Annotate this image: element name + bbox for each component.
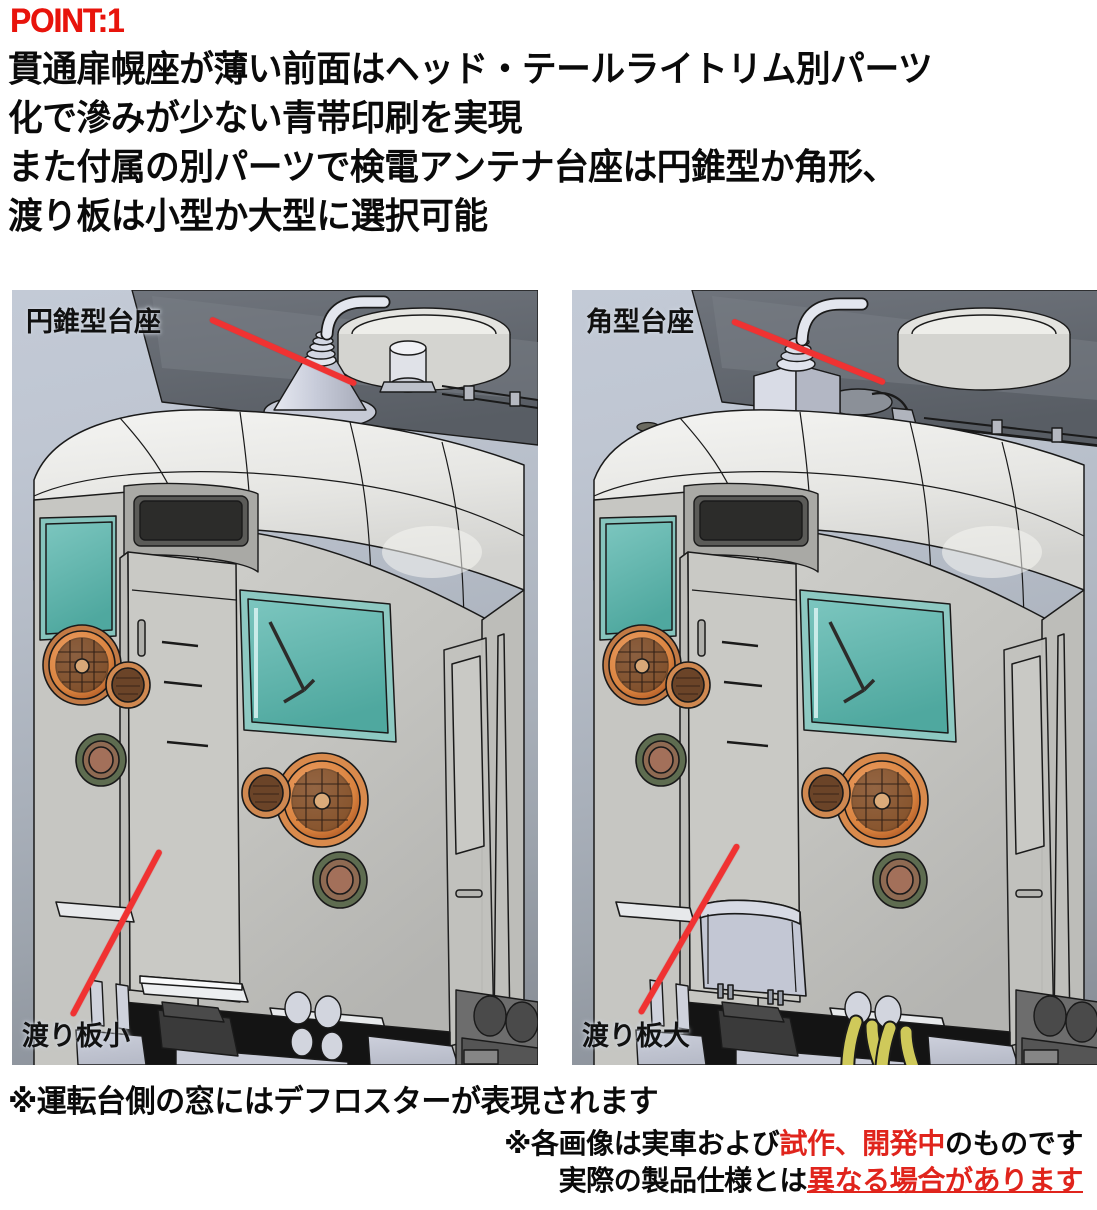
headline-line-3: また付属の別パーツで検電アンテナ台座は円錐型か角形、	[8, 145, 897, 187]
disclaimer-line-2: 実際の製品仕様とは異なる場合があります	[504, 1163, 1084, 1200]
headline-line-1: 貫通扉幌座が薄い前面はヘッド・テールライトリム別パーツ	[8, 48, 933, 89]
headlight-cluster-side	[602, 624, 711, 787]
headlight-cluster-side	[42, 624, 151, 787]
disclaimer-2-highlight: 異なる場合があります	[806, 1164, 1083, 1196]
train-cad-render-left	[33, 290, 538, 1065]
disclaimer-1-highlight: 試作、開発中	[779, 1128, 945, 1159]
label-small-gangway-plate: 渡り板小	[22, 1021, 130, 1051]
headline-block: 貫通扉幌座が薄い前面はヘッド・テールライトリム別パーツ 化で滲みが少ない青帯印刷…	[8, 45, 1088, 241]
disclaimer-line-1: ※各画像は実車および試作、開発中のものです	[504, 1126, 1083, 1163]
point-heading: POINT:1	[10, 2, 124, 40]
label-large-gangway-plate: 渡り板大	[582, 1021, 690, 1051]
headline-line-2: 化で滲みが少ない青帯印刷を実現	[8, 96, 522, 138]
comparison-panels: 円錐型台座 渡り板小	[12, 290, 1097, 1065]
disclaimer-block: ※各画像は実車および試作、開発中のものです 実際の製品仕様とは異なる場合がありま…	[504, 1126, 1083, 1200]
label-square-base: 角型台座	[586, 307, 694, 337]
defroster-note: ※運転台側の窓にはデフロスターが表現されます	[8, 1084, 659, 1119]
disclaimer-2-prefix: 実際の製品仕様とは	[558, 1164, 808, 1196]
panel-square-base: 角型台座 渡り板大	[572, 290, 1097, 1065]
disclaimer-1-prefix: ※各画像は実車および	[504, 1128, 780, 1159]
label-conical-base: 円錐型台座	[26, 307, 161, 337]
air-hose-yellow	[840, 1014, 921, 1065]
disclaimer-1-suffix: のものです	[944, 1128, 1083, 1159]
headlight-cluster-front	[241, 752, 369, 909]
headlight-cluster-front	[801, 752, 929, 909]
panel-conical-base: 円錐型台座 渡り板小	[12, 290, 538, 1065]
train-cad-render-right	[593, 290, 1097, 1065]
headline-line-4: 渡り板は小型か大型に選択可能	[8, 194, 488, 236]
